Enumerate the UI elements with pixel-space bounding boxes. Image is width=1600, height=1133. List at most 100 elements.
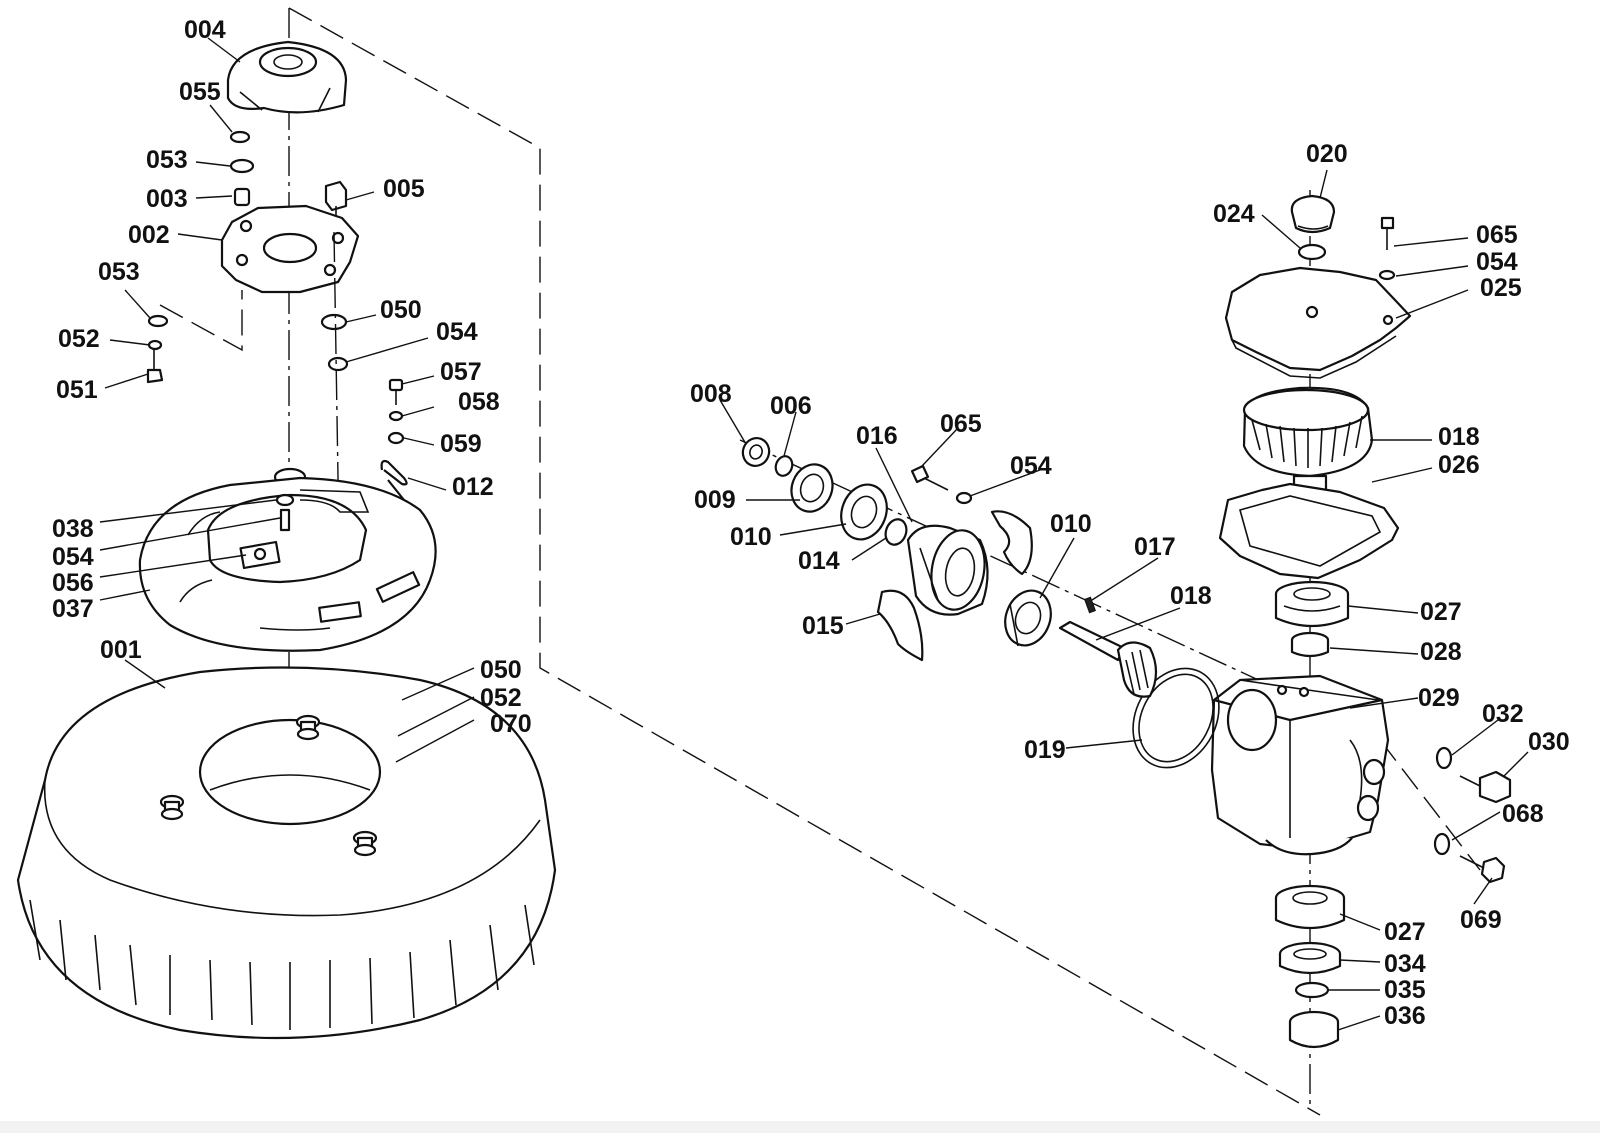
callout-014: 014 [798,547,840,575]
part-069-bolt [1459,855,1506,884]
part-009-seal [790,463,834,513]
frame-line-small [159,290,243,352]
right-leaders [719,169,1529,1031]
part-065-bolt-mid [910,464,949,491]
callout-008: 008 [690,380,732,408]
callout-034: 034 [1384,950,1426,978]
left-assembly [16,7,1321,1116]
part-054-bolt-mid [279,508,291,532]
callout-012: 012 [452,473,494,501]
callout-065: 065 [1476,221,1518,249]
right-bolt-axis [333,231,341,601]
callout-053: 053 [98,258,140,286]
callout-016: 016 [856,422,898,450]
part-032-washer [1435,746,1453,770]
callout-052: 052 [480,684,522,712]
part-006-ring [774,455,794,477]
drum-stud [295,714,321,741]
callout-053: 053 [146,146,188,174]
part-055-washer [229,130,251,144]
callout-054: 054 [436,318,478,346]
callout-029: 029 [1418,684,1460,712]
part-014-ring [884,518,908,546]
callout-004: 004 [184,16,226,44]
callout-050: 050 [380,296,422,324]
part-068-washer [1433,832,1451,856]
frame-line-left [288,7,1321,1116]
bottom-strip [0,1121,1600,1133]
callout-002: 002 [128,221,170,249]
part-034-seal [1278,941,1342,975]
part-017-key [1084,596,1096,614]
part-028-ring [1290,631,1330,658]
part-065-bolt-top [1380,216,1395,250]
callout-050: 050 [480,656,522,684]
part-012-spring-clip [380,459,408,501]
part-019-o-ring [1132,667,1220,769]
callout-070: 070 [490,710,532,738]
part-027-bearing-upper [1274,580,1350,628]
callout-056: 056 [52,569,94,597]
gearbox-side-axis [1379,739,1481,871]
part-029-gearbox-housing [1210,674,1390,856]
callout-038: 038 [52,515,94,543]
part-038-washer [275,493,295,507]
part-054-washer-mid [955,491,973,505]
part-008-cap [741,437,771,467]
part-027-bearing-lower [1274,884,1346,930]
callout-025: 025 [1480,274,1522,302]
callout-015: 015 [802,612,844,640]
callout-020: 020 [1306,140,1348,168]
callout-010: 010 [730,523,772,551]
callout-006: 006 [770,392,812,420]
part-010-bearing-left [840,483,888,541]
part-030-plug [1459,770,1512,804]
callout-003: 003 [146,185,188,213]
callout-017: 017 [1134,533,1176,561]
part-015-shell-lower [876,589,924,662]
part-037-disc [138,476,437,652]
part-052-lockwasher-left [147,339,163,351]
drum-stud [352,830,378,857]
part-015-shell-upper [990,510,1033,576]
callout-027: 027 [1420,598,1462,626]
callout-059: 059 [440,430,482,458]
callout-009: 009 [694,486,736,514]
part-024-seal [1297,243,1327,261]
part-054-lockwasher-top [327,356,349,372]
callout-018: 018 [1170,582,1212,610]
callout-054: 054 [1476,248,1518,276]
part-004-hub [226,40,348,114]
callout-057: 057 [440,358,482,386]
callout-036: 036 [1384,1002,1426,1030]
part-054-washer-top-right [1378,269,1396,281]
part-051-bolt [146,350,164,384]
callout-052: 052 [58,325,100,353]
callout-010: 010 [1050,510,1092,538]
callout-054: 054 [52,543,94,571]
callout-069: 069 [1460,906,1502,934]
drum-stud [159,794,185,821]
callout-labels: 004 055 053 003 005 002 053 052 051 050 … [52,16,1570,1030]
part-059-washer [387,431,405,445]
callout-019: 019 [1024,736,1066,764]
callout-001: 001 [100,636,142,664]
part-053-washer-top [229,158,255,174]
part-001-drum [16,666,557,1040]
callout-032: 032 [1482,700,1524,728]
part-016-bearing-housing [906,524,989,616]
part-053-washer-left [147,314,169,328]
part-057-bolt [388,378,404,405]
part-050-washer-top [320,313,348,331]
part-010-bearing-right [1004,589,1052,647]
callout-068: 068 [1502,800,1544,828]
part-025-cover [1224,266,1412,379]
left-leaders [99,37,475,763]
right-assembly [719,169,1529,1110]
callout-018: 018 [1438,423,1480,451]
part-026-gasket [1218,482,1400,580]
part-002-plate [220,204,360,294]
part-020-plug [1290,194,1336,234]
callout-051: 051 [56,376,98,404]
